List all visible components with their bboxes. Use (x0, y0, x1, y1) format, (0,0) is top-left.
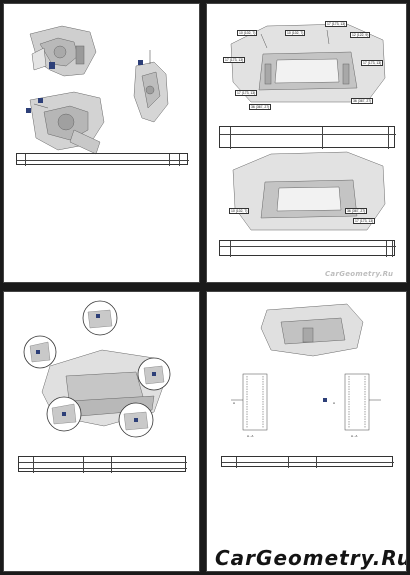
front-structure-illustration (23, 300, 171, 438)
section-diagrams (231, 373, 381, 431)
torque-callout: 10 (102, 7) (229, 208, 250, 214)
torque-callout: 17 (173, 13) (361, 60, 384, 66)
manual-page-1 (3, 3, 200, 283)
watermark: CarGeometry.Ru (325, 270, 394, 278)
section-label: A - A (247, 434, 254, 438)
section-label: A (333, 401, 336, 405)
procedure-table-top (219, 126, 396, 149)
parts-table (221, 456, 394, 468)
mount-illustration (133, 50, 169, 123)
torque-callout: 17 (173, 13) (325, 21, 348, 27)
watermark-large: CarGeometry.Ru (215, 546, 407, 570)
procedure-table (16, 153, 189, 166)
section-illustrations (231, 303, 381, 431)
torque-callout: 36 (367, 27) (249, 104, 272, 110)
torque-callout: 36 (367, 27) (345, 208, 368, 214)
manual-page-3 (3, 291, 200, 572)
torque-callout: 17 (173, 13) (353, 218, 376, 224)
torque-callout: 36 (367, 27) (351, 98, 374, 104)
procedure-table-bottom (219, 240, 396, 257)
manual-page-2: 10 (102, 7) 10 (102, 7) 17 (173, 13) 12 … (206, 3, 407, 283)
torque-callout: 12 (122, 9) (350, 32, 371, 38)
torque-callout: 10 (102, 7) (285, 30, 306, 36)
torque-callout: 10 (102, 7) (237, 30, 258, 36)
manual-page-4: A A - A A A - A CarGeometry.Ru (206, 291, 407, 572)
section-label: A - A (351, 434, 358, 438)
engine-illustration-top-left (29, 25, 97, 77)
engine-illustration-lower (29, 91, 105, 155)
torque-callout: 17 (173, 13) (235, 90, 258, 96)
front-frame-top (260, 303, 364, 357)
parts-table (18, 456, 187, 473)
engine-bay-illustrations (26, 25, 169, 155)
callout-marker (49, 62, 55, 69)
section-label: A (233, 401, 236, 405)
torque-callout: 17 (173, 13) (223, 57, 246, 63)
radiator-support-top (230, 23, 386, 103)
